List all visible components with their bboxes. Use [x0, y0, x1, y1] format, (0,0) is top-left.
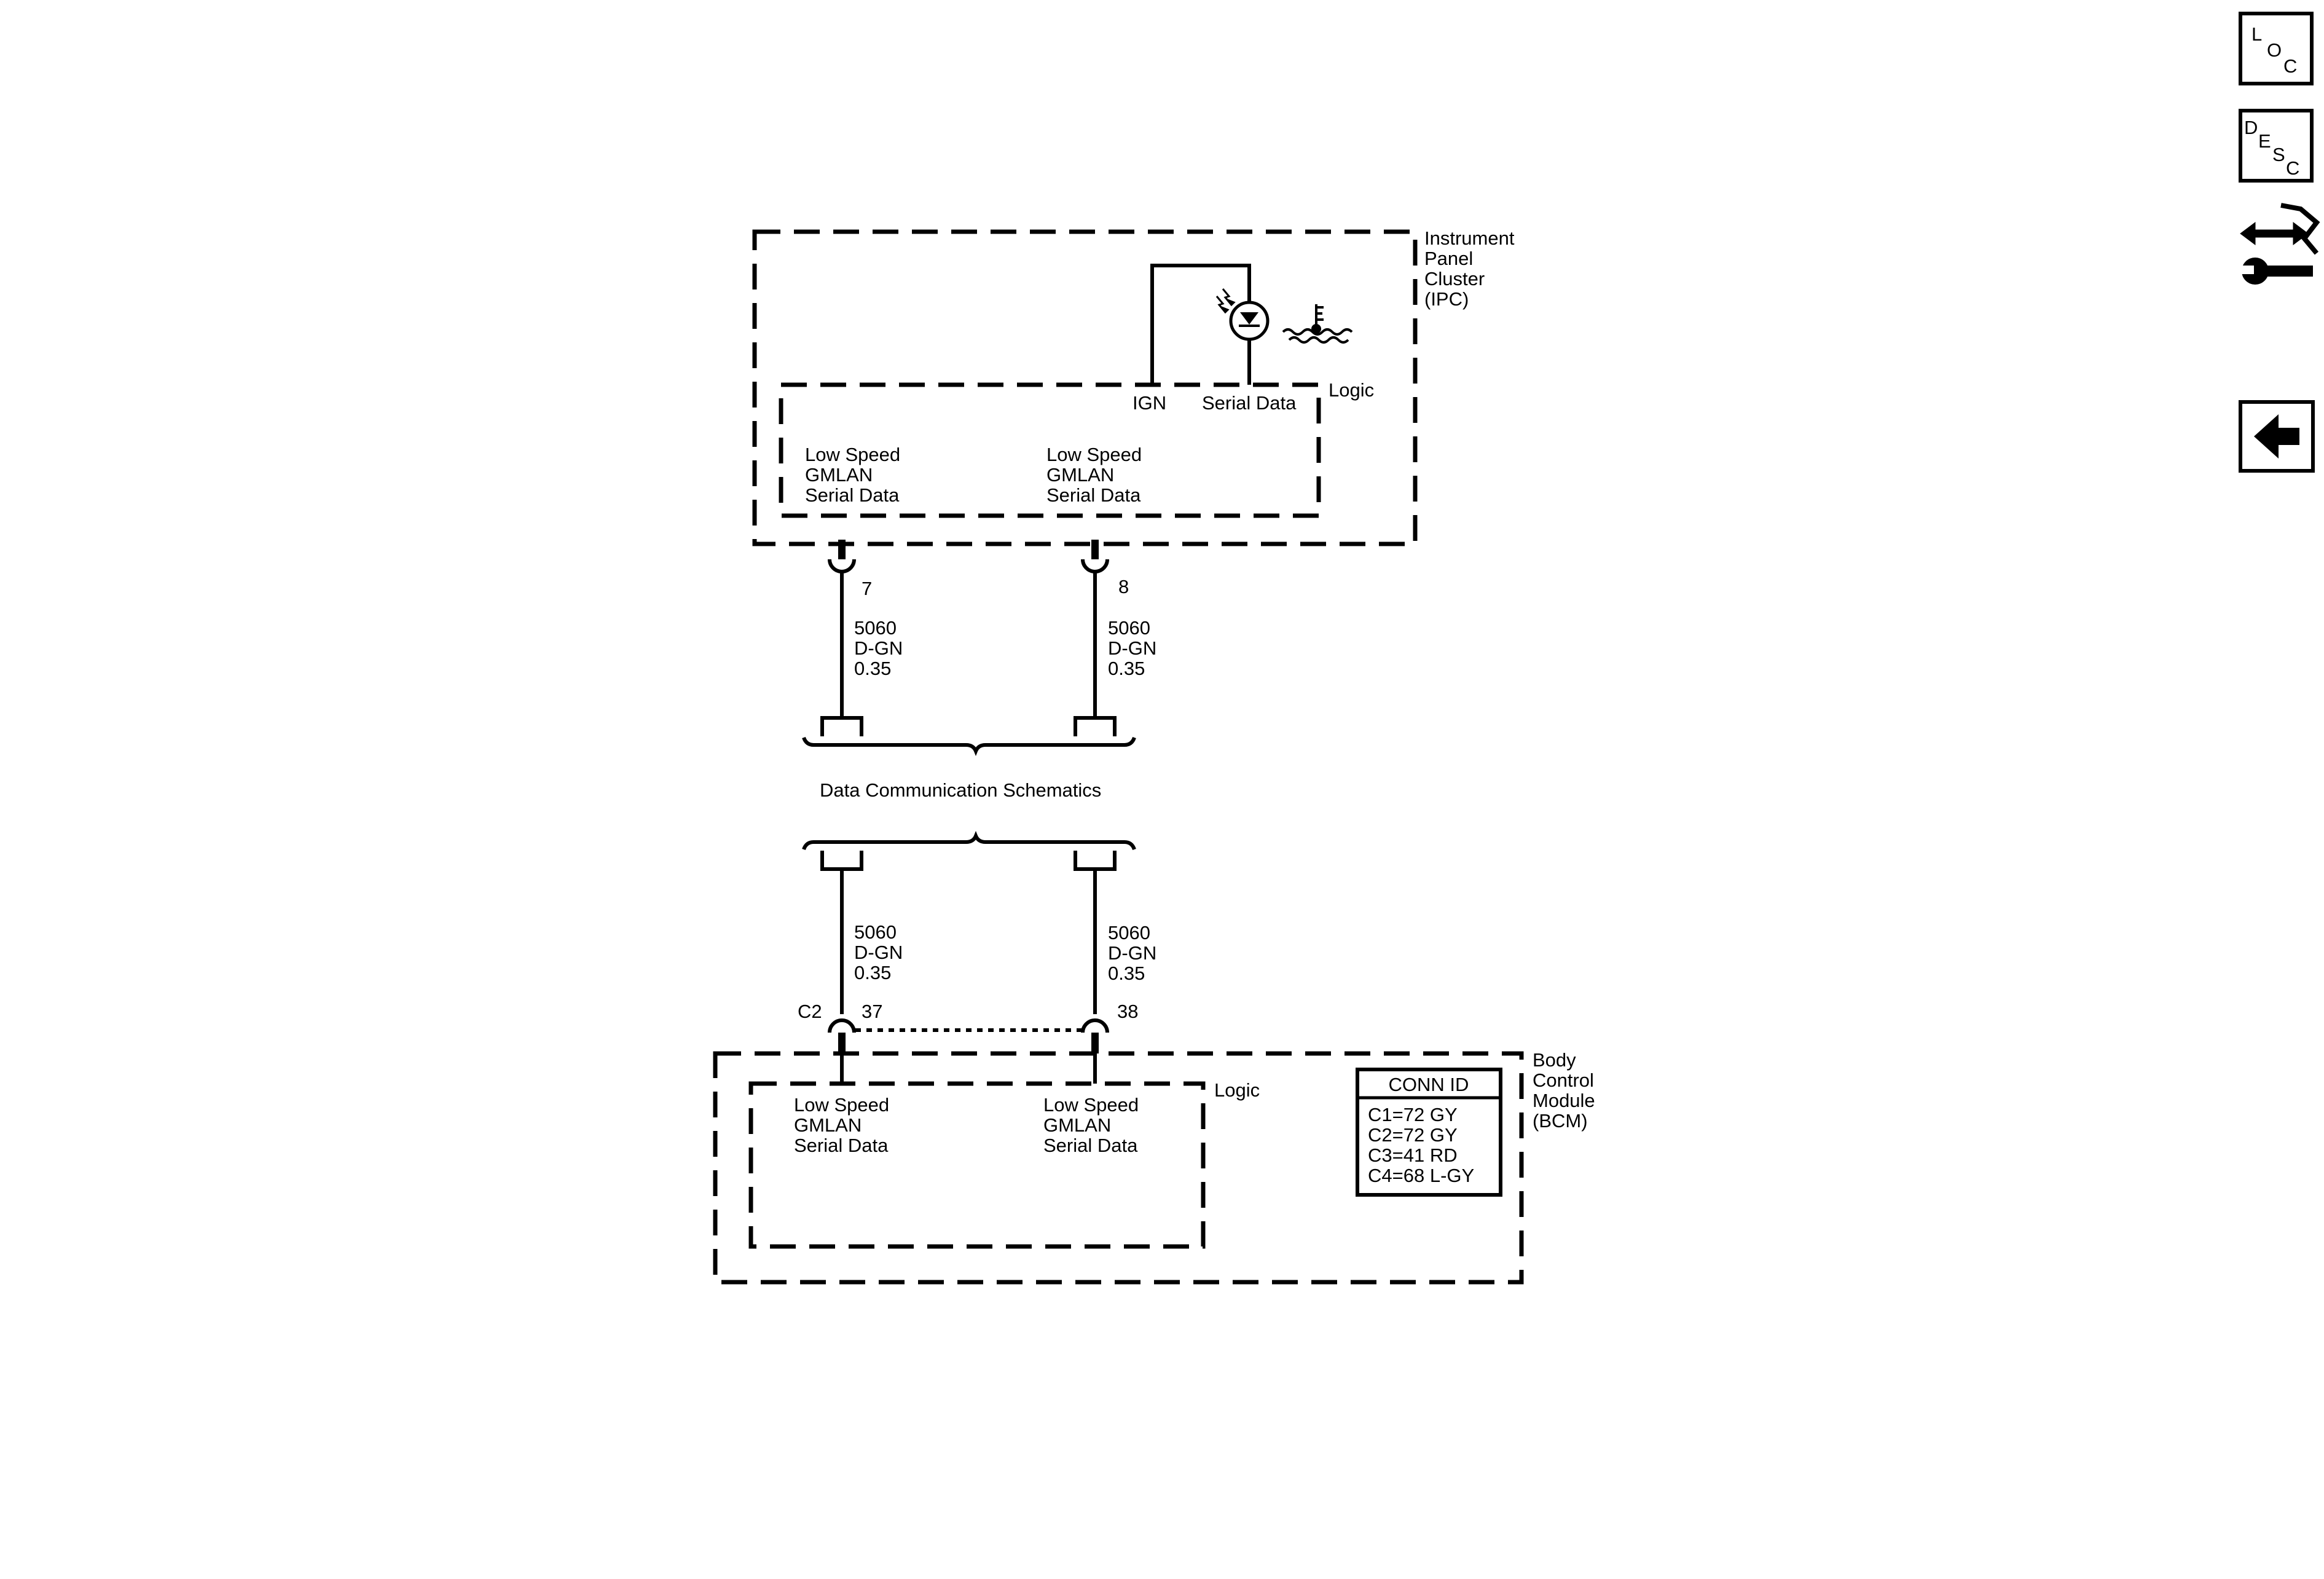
- terminal-label-line3: Serial Data: [1043, 1135, 1138, 1156]
- desc-button-frame: [2239, 109, 2314, 183]
- loc-button[interactable]: L O C: [2239, 12, 2314, 85]
- terminal-label-line2: GMLAN: [794, 1114, 862, 1136]
- connector-repair-icon[interactable]: [2239, 203, 2320, 285]
- wire-circuit-number: 5060: [1108, 617, 1150, 639]
- ipc-pin-left-number: 7: [862, 578, 872, 599]
- connector-cup-left: [828, 1018, 856, 1033]
- bcm-name-line2: Control: [1533, 1069, 1594, 1091]
- back-button[interactable]: [2239, 400, 2315, 473]
- ipc-logic-box: [779, 382, 1321, 518]
- reference-bracket-upper: [802, 716, 1136, 757]
- bcm-logic-box: [748, 1081, 1206, 1249]
- bcm-outline: [713, 1051, 1524, 1285]
- desc-letter-c: C: [2286, 157, 2299, 179]
- bcm-connector-c2: C2 37 38: [798, 1001, 1138, 1053]
- bcm-terminal-right: Low Speed GMLAN Serial Data: [1043, 1094, 1139, 1156]
- desc-button[interactable]: D E S C: [2239, 109, 2314, 183]
- reference-bracket-lower: [802, 830, 1136, 871]
- pin-stub-right: [1091, 540, 1099, 559]
- wrench-jaw-icon: [2239, 266, 2254, 274]
- desc-letter-s: S: [2272, 144, 2285, 165]
- light-rays-icon: [1215, 288, 1236, 314]
- wire-color: D-GN: [1108, 942, 1156, 964]
- conn-id-title: CONN ID: [1389, 1074, 1469, 1095]
- terminal-label-line1: Low Speed: [1043, 1094, 1139, 1116]
- bcm-pin-left-number: 37: [862, 1001, 882, 1022]
- wire-color: D-GN: [854, 942, 903, 963]
- ipc-connector-pins: 7 8: [828, 540, 1129, 599]
- ipc-serial-data-label: Serial Data: [1202, 392, 1297, 414]
- ipc-terminal-right: Low Speed GMLAN Serial Data: [1046, 444, 1142, 506]
- lamp-diode-symbol: [1240, 312, 1258, 325]
- wrench-head-icon: [2242, 258, 2269, 285]
- wire-circuit-number: 5060: [854, 617, 897, 639]
- conn-id-row: C3=41 RD: [1368, 1144, 1458, 1166]
- terminal-label-line3: Serial Data: [794, 1135, 889, 1156]
- ipc-name-line1: Instrument: [1424, 227, 1515, 249]
- pin-stub-right: [1091, 1033, 1099, 1053]
- loc-button-frame: [2239, 12, 2314, 85]
- terminal-label-line1: Low Speed: [794, 1094, 889, 1116]
- loc-letter-o: O: [2267, 39, 2282, 61]
- ipc-logic-label: Logic: [1329, 379, 1374, 401]
- wire-gauge: 0.35: [854, 658, 891, 679]
- bcm-connector-label: C2: [798, 1001, 822, 1022]
- terminal-label-line2: GMLAN: [1043, 1114, 1111, 1136]
- wire-circuit-number: 5060: [854, 921, 897, 943]
- loc-letter-l: L: [2251, 23, 2262, 45]
- bcm-name-line4: (BCM): [1533, 1110, 1588, 1132]
- conn-id-row: C1=72 GY: [1368, 1104, 1458, 1125]
- wire-circuit-number: 5060: [1108, 922, 1150, 943]
- wire-gauge: 0.35: [854, 962, 891, 983]
- back-arrow-icon: [2254, 414, 2299, 459]
- terminal-label-line1: Low Speed: [1046, 444, 1142, 465]
- terminal-label-line2: GMLAN: [805, 464, 873, 486]
- terminal-label-line3: Serial Data: [805, 484, 900, 506]
- conn-id-row: C2=72 GY: [1368, 1124, 1458, 1146]
- upper-wires: 5060 D-GN 0.35 5060 D-GN 0.35: [840, 570, 1156, 718]
- bcm-pin-right-number: 38: [1117, 1001, 1138, 1022]
- loc-letter-c: C: [2283, 55, 2297, 77]
- terminal-label-line1: Low Speed: [805, 444, 900, 465]
- reference-label[interactable]: Data Communication Schematics: [820, 779, 1101, 801]
- pin-stub-left: [838, 1033, 846, 1053]
- lower-wires: 5060 D-GN 0.35 5060 D-GN 0.35: [840, 869, 1156, 1014]
- terminal-label-line2: GMLAN: [1046, 464, 1114, 486]
- bcm-name-line1: Body: [1533, 1049, 1576, 1071]
- bcm-terminal-left: Low Speed GMLAN Serial Data: [794, 1094, 889, 1156]
- wire-color: D-GN: [1108, 637, 1156, 659]
- ipc-ign-label: IGN: [1133, 392, 1166, 414]
- conn-id-row: C4=68 L-GY: [1368, 1165, 1474, 1186]
- bcm-logic-label: Logic: [1214, 1079, 1260, 1101]
- connector-cup-right: [1081, 559, 1109, 573]
- connector-outline-icon: [2280, 203, 2320, 255]
- wrench-handle-icon: [2267, 266, 2313, 277]
- pin-stub-left: [838, 540, 846, 559]
- wire-color: D-GN: [854, 637, 903, 659]
- ipc-name-line4: (IPC): [1424, 288, 1469, 310]
- ipc-module: Instrument Panel Cluster (IPC) Logic IGN…: [752, 227, 1515, 546]
- bcm-name-line3: Module: [1533, 1090, 1595, 1111]
- wire-gauge: 0.35: [1108, 963, 1145, 984]
- conn-id-table: CONN ID C1=72 GY C2=72 GY C3=41 RD C4=68…: [1356, 1068, 1502, 1197]
- terminal-label-line3: Serial Data: [1046, 484, 1141, 506]
- desc-letter-e: E: [2258, 130, 2271, 152]
- ipc-pin-right-number: 8: [1118, 576, 1129, 597]
- wire-gauge: 0.35: [1108, 658, 1145, 679]
- bcm-module: Body Control Module (BCM) Logic Low Spee…: [713, 1049, 1595, 1285]
- desc-letter-d: D: [2244, 117, 2258, 138]
- ipc-name-line2: Panel: [1424, 248, 1473, 269]
- connector-cup-left: [828, 559, 856, 573]
- double-arrow-icon: [2240, 222, 2309, 245]
- coolant-temperature-icon: [1282, 304, 1353, 344]
- conn-id-border: [1356, 1068, 1502, 1197]
- ipc-name-line3: Cluster: [1424, 268, 1485, 289]
- ipc-terminal-left: Low Speed GMLAN Serial Data: [805, 444, 900, 506]
- connector-cup-right: [1081, 1018, 1109, 1033]
- ipc-outline: [752, 229, 1418, 546]
